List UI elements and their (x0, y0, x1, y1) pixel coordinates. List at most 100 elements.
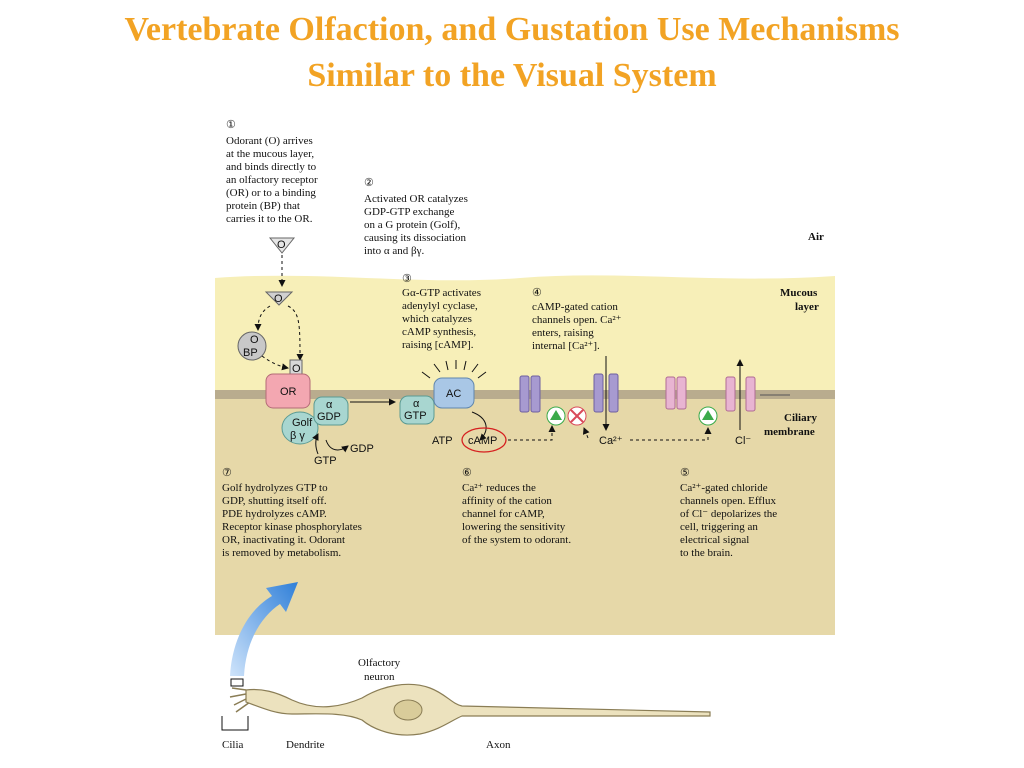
cation-channel-closed (519, 375, 541, 413)
g-alpha-gtp: α GTP (399, 395, 435, 425)
slide-title-line-2: Similar to the Visual System (307, 57, 717, 94)
step-2-text: ② Activated OR catalyzes GDP-GTP exchang… (364, 177, 468, 257)
svg-text:an olfactory receptor: an olfactory receptor (226, 174, 318, 186)
step-1-text: ① Odorant (O) arrives at the mucous laye… (226, 119, 318, 225)
svg-text:lowering the sensitivity: lowering the sensitivity (462, 521, 566, 533)
ciliary-label-1: Ciliary (784, 412, 817, 424)
step-7-text: ⑦ Golf hydrolyzes GTP to GDP, shutting i… (222, 467, 362, 559)
ciliary-label-2: membrane (764, 426, 815, 438)
binding-protein: O BP (237, 331, 267, 361)
svg-text:α: α (326, 399, 333, 411)
dendrite-label: Dendrite (286, 739, 325, 751)
atp-label: ATP (432, 435, 453, 447)
mucous-label-2: layer (795, 301, 819, 313)
svg-text:internal [Ca²⁺].: internal [Ca²⁺]. (532, 340, 600, 352)
svg-text:channel for cAMP,: channel for cAMP, (462, 508, 545, 520)
svg-text:②: ② (364, 177, 374, 189)
mucous-layer (215, 275, 835, 395)
svg-text:OR, inactivating it. Odorant: OR, inactivating it. Odorant (222, 534, 345, 546)
svg-text:O: O (250, 334, 259, 346)
svg-text:③: ③ (402, 273, 412, 285)
svg-text:(OR) or to a binding: (OR) or to a binding (226, 187, 316, 199)
arrow-camp-to-channel (508, 425, 556, 441)
svg-text:①: ① (226, 119, 236, 131)
svg-text:channels open. Ca²⁺: channels open. Ca²⁺ (532, 314, 622, 326)
arrow-atp-to-camp (471, 411, 487, 441)
cation-channel-open (593, 373, 619, 413)
svg-text:adenylyl cyclase,: adenylyl cyclase, (402, 300, 478, 312)
activation-rays (421, 360, 487, 379)
cl-label: Cl⁻ (735, 435, 751, 447)
svg-text:O: O (274, 293, 283, 305)
activation-icon (546, 406, 566, 426)
svg-text:④: ④ (532, 287, 542, 299)
svg-text:OR: OR (280, 386, 297, 398)
svg-text:⑥: ⑥ (462, 467, 472, 479)
svg-text:raising [cAMP].: raising [cAMP]. (402, 339, 474, 351)
gdp-label: GDP (350, 443, 374, 455)
svg-text:Activated OR catalyzes: Activated OR catalyzes (364, 193, 468, 205)
svg-text:β γ: β γ (290, 430, 305, 442)
svg-text:and binds directly to: and binds directly to (226, 161, 317, 173)
slide-title-line-1: Vertebrate Olfaction, and Gustation Use … (124, 11, 900, 48)
svg-text:Golf hydrolyzes GTP to: Golf hydrolyzes GTP to (222, 482, 328, 494)
svg-text:GDP: GDP (317, 411, 341, 423)
arrow-gdp-release (325, 439, 349, 453)
svg-text:on a G protein (Golf),: on a G protein (Golf), (364, 219, 460, 231)
olfactory-neuron-title: Olfactory neuron (358, 657, 401, 683)
svg-text:carries it to the OR.: carries it to the OR. (226, 213, 313, 225)
svg-text:cAMP synthesis,: cAMP synthesis, (402, 326, 476, 338)
svg-text:affinity of the cation: affinity of the cation (462, 495, 552, 507)
gtp-label: GTP (314, 455, 337, 467)
svg-text:Odorant (O) arrives: Odorant (O) arrives (226, 135, 313, 147)
step-3-text: ③ Gα-GTP activates adenylyl cyclase, whi… (402, 273, 481, 351)
svg-text:⑦: ⑦ (222, 467, 232, 479)
activation-icon-cl (698, 406, 718, 426)
svg-text:Golf: Golf (292, 417, 313, 429)
odorant-bound: O (289, 359, 303, 376)
g-protein-beta-gamma: Golf β γ (281, 411, 319, 445)
air-label: Air (808, 231, 824, 243)
arrow-to-or (287, 305, 304, 361)
step-5-text: ⑤ Ca²⁺-gated chloride channels open. Eff… (680, 467, 777, 559)
svg-text:α: α (413, 398, 420, 410)
arrow-ca-inhibit (582, 427, 590, 439)
olfactory-receptor: OR (265, 373, 311, 409)
svg-text:Gα-GTP activates: Gα-GTP activates (402, 287, 481, 299)
step-6-text: ⑥ Ca²⁺ reduces the affinity of the catio… (462, 467, 571, 546)
arrow-gtp-bind (312, 433, 319, 455)
inhibition-icon (567, 406, 587, 426)
svg-text:protein (BP) that: protein (BP) that (226, 200, 300, 212)
svg-text:Olfactory: Olfactory (358, 657, 401, 669)
svg-text:O: O (292, 363, 301, 375)
svg-text:to the brain.: to the brain. (680, 547, 733, 559)
svg-text:channels open. Efflux: channels open. Efflux (680, 495, 777, 507)
svg-text:of the system to odorant.: of the system to odorant. (462, 534, 571, 546)
odorant-free: O (268, 237, 296, 254)
svg-text:causing its dissociation: causing its dissociation (364, 232, 467, 244)
svg-text:O: O (277, 239, 286, 251)
svg-text:enters, raising: enters, raising (532, 327, 594, 339)
mucous-label-1: Mucous (780, 287, 818, 299)
svg-text:PDE hydrolyzes cAMP.: PDE hydrolyzes cAMP. (222, 508, 327, 520)
arrow-ca-to-cl-channel (630, 427, 712, 441)
arrow-bp-to-or (261, 355, 289, 371)
svg-text:⑤: ⑤ (680, 467, 690, 479)
odorant-at-mucus: O (264, 291, 294, 306)
step-4-text: ④ cAMP-gated cation channels open. Ca²⁺ … (532, 287, 622, 352)
svg-text:electrical signal: electrical signal (680, 534, 749, 546)
zoom-box (230, 678, 244, 687)
svg-text:is removed by metabolism.: is removed by metabolism. (222, 547, 341, 559)
svg-text:GDP-GTP exchange: GDP-GTP exchange (364, 206, 454, 218)
adenylyl-cyclase: AC (433, 377, 475, 409)
arrow-to-bp (254, 305, 271, 331)
svg-text:at the mucous layer,: at the mucous layer, (226, 148, 314, 160)
svg-text:AC: AC (446, 388, 461, 400)
olfactory-neuron (221, 678, 711, 736)
svg-text:Ca²⁺ reduces the: Ca²⁺ reduces the (462, 482, 536, 494)
chloride-channel-open (725, 376, 756, 412)
g-alpha-gdp: α GDP (313, 396, 349, 426)
ca-label: Ca²⁺ (599, 435, 623, 447)
svg-text:BP: BP (243, 347, 258, 359)
